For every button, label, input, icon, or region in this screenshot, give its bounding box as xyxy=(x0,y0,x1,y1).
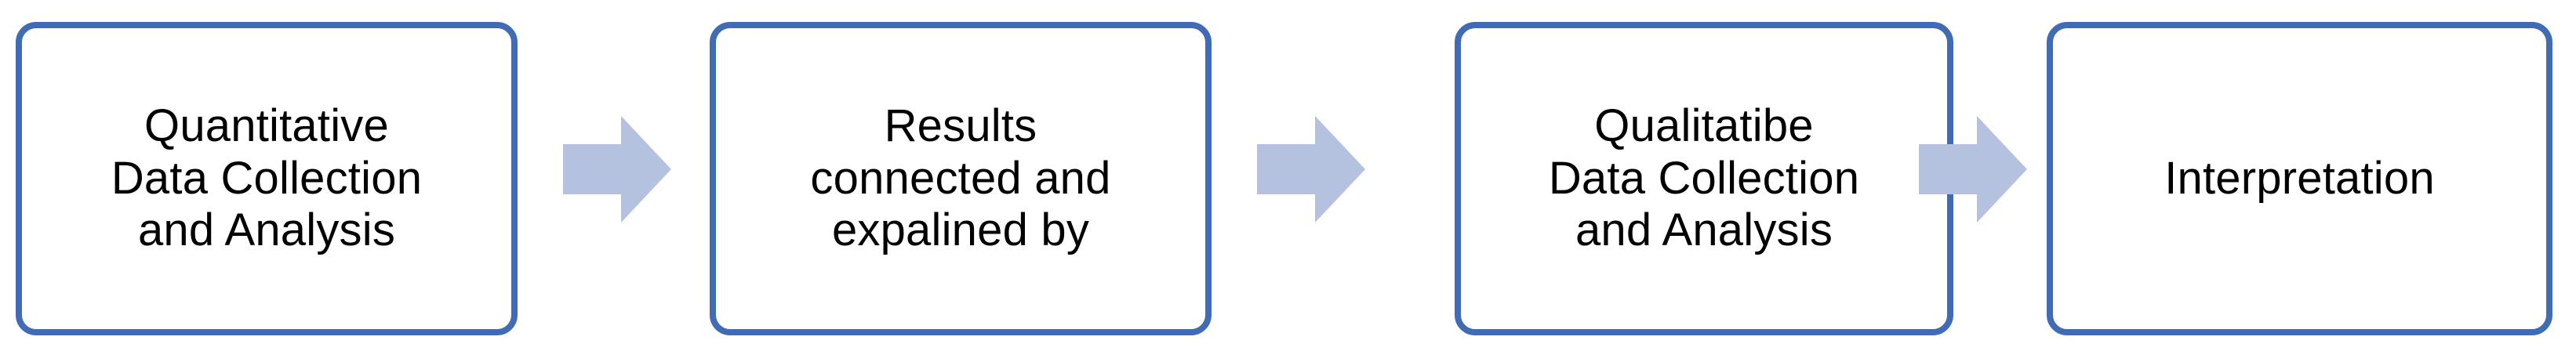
flow-node-connection[interactable]: Results connected and expalined by xyxy=(710,22,1212,335)
flow-node-quantitative-label: Quantitative Data Collection and Analysi… xyxy=(111,100,423,256)
flow-node-qualitative[interactable]: Qualitatibe Data Collection and Analysis xyxy=(1455,22,1953,335)
flow-node-qualitative-label: Qualitatibe Data Collection and Analysis xyxy=(1548,100,1860,256)
flow-node-quantitative[interactable]: Quantitative Data Collection and Analysi… xyxy=(16,22,518,335)
arrow-qualitative-to-interpretation xyxy=(1919,116,2027,223)
flow-node-interpretation[interactable]: Interpretation xyxy=(2047,22,2552,335)
flow-node-connection-label: Results connected and expalined by xyxy=(810,100,1111,256)
arrow-quantitative-to-connection xyxy=(563,116,671,223)
arrow-connection-to-qualitative xyxy=(1257,116,1365,223)
flow-node-interpretation-label: Interpretation xyxy=(2164,152,2435,204)
